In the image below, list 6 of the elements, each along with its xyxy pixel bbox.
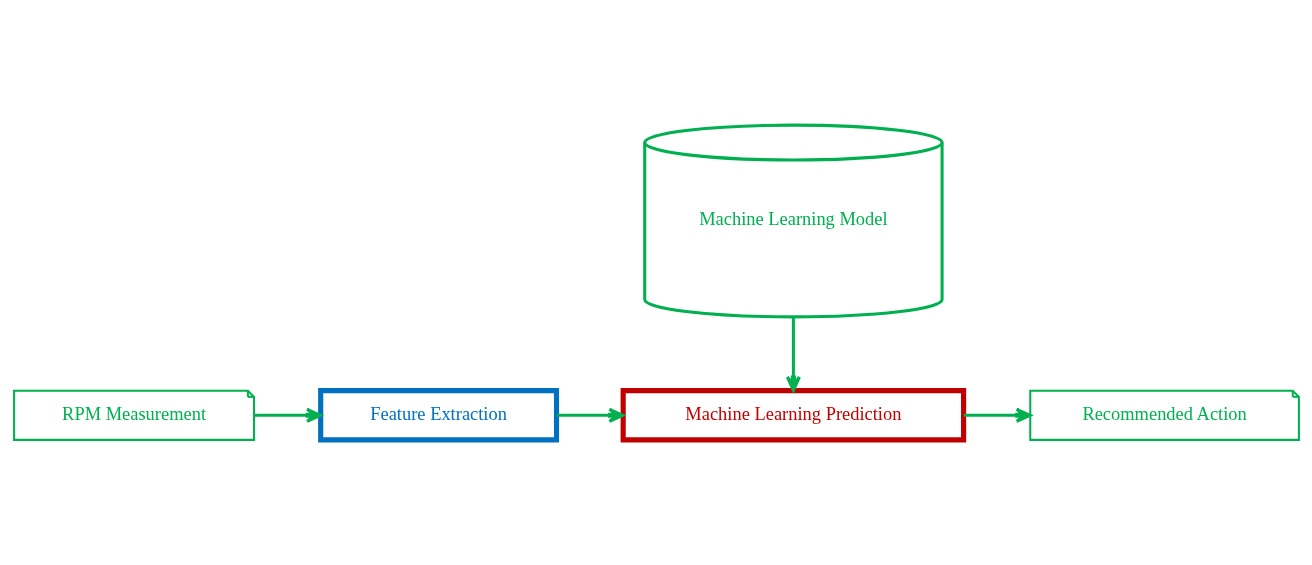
arrow [253, 407, 322, 423]
node-box: Machine Learning Prediction [620, 388, 966, 443]
arrow [556, 407, 624, 423]
arrow [963, 407, 1032, 423]
node-box: Feature Extraction [317, 388, 559, 443]
arrow [785, 317, 801, 392]
